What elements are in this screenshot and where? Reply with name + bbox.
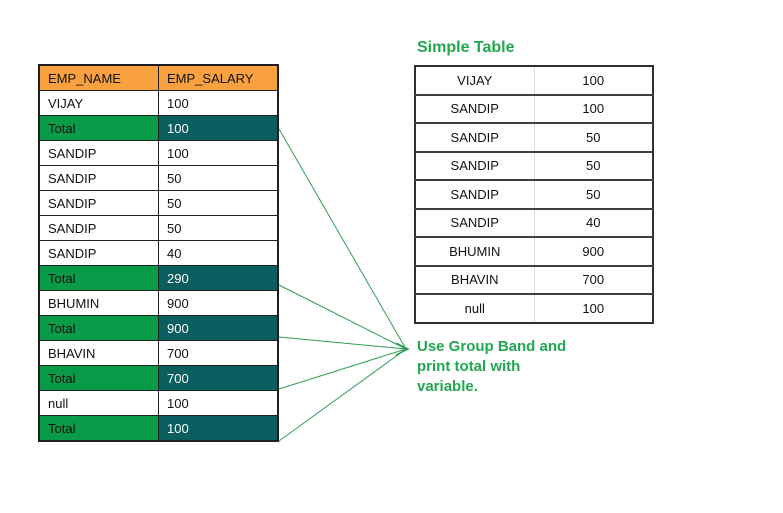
cell-emp-name: Total [38, 365, 159, 391]
cell-emp-name: BHAVIN [38, 340, 159, 366]
cell-emp-name: Total [38, 415, 159, 442]
cell-salary: 100 [582, 72, 605, 88]
cell-name: BHAVIN [415, 264, 535, 294]
cell-salary: 50 [534, 122, 653, 152]
cell-emp-salary: 100 [158, 140, 279, 166]
table-row: VIJAY 100 [415, 66, 653, 95]
cell-name: SANDIP [415, 179, 535, 209]
cell-name: SANDIP [415, 207, 535, 237]
cell-salary: 40 [534, 207, 653, 237]
cell-emp-salary: 900 [158, 315, 279, 341]
col-header-emp-name: EMP_NAME [38, 64, 159, 91]
annotation-line: Use Group Band and [417, 338, 567, 355]
cell-emp-name: null [38, 390, 159, 416]
cell-emp-name: SANDIP [38, 215, 159, 241]
cell-name: SANDIP [415, 93, 535, 123]
cell-name: SANDIP [415, 122, 535, 152]
simple-table-title: Simple Table [417, 39, 515, 56]
cell-name: VIJAY [415, 66, 535, 95]
annotation-line: print total with [417, 358, 521, 375]
cell-salary: 100 [534, 293, 653, 323]
cell-name: null [415, 293, 535, 323]
cell-salary: 900 [534, 236, 653, 266]
total-connector-line [278, 284, 407, 350]
cell-name: SANDIP [415, 150, 535, 180]
total-connector-line [278, 348, 407, 442]
cell-emp-name: VIJAY [38, 90, 159, 116]
col-header-emp-salary: EMP_SALARY [158, 64, 279, 91]
cell-emp-name: Total [38, 315, 159, 341]
cell-salary: 50 [534, 179, 653, 209]
cell-emp-name: SANDIP [38, 140, 159, 166]
cell-emp-name: SANDIP [38, 190, 159, 216]
cell-emp-salary: 700 [158, 340, 279, 366]
annotation-line: variable. [417, 378, 478, 395]
cell-emp-salary: 50 [158, 190, 279, 216]
cell-emp-salary: 50 [158, 165, 279, 191]
cell-emp-salary: 100 [158, 115, 279, 141]
cell-emp-name: Total [38, 265, 159, 291]
cell-emp-salary: 900 [158, 290, 279, 316]
arrowhead-icon [395, 342, 410, 356]
cell-salary: 50 [534, 150, 653, 180]
cell-emp-name: Total [38, 115, 159, 141]
cell-salary: 700 [534, 264, 653, 294]
cell-emp-salary: 100 [158, 390, 279, 416]
total-connector-line [278, 128, 407, 350]
cell-emp-salary: 290 [158, 265, 279, 291]
cell-emp-salary: 50 [158, 215, 279, 241]
cell-salary: 100 [534, 93, 653, 123]
total-connector-line [278, 336, 407, 350]
cell-name: BHUMIN [415, 236, 535, 266]
cell-emp-salary: 700 [158, 365, 279, 391]
table-header-row: EMP_NAME EMP_SALARY [38, 64, 279, 91]
total-connector-line [278, 348, 407, 390]
cell-emp-name: SANDIP [38, 240, 159, 266]
cell-emp-name: BHUMIN [38, 290, 159, 316]
cell-emp-salary: 40 [158, 240, 279, 266]
cell-emp-salary: 100 [158, 90, 279, 116]
annotation-text: Use Group Band and print total with vari… [417, 337, 587, 397]
cell-emp-name: SANDIP [38, 165, 159, 191]
cell-emp-salary: 100 [158, 415, 279, 442]
